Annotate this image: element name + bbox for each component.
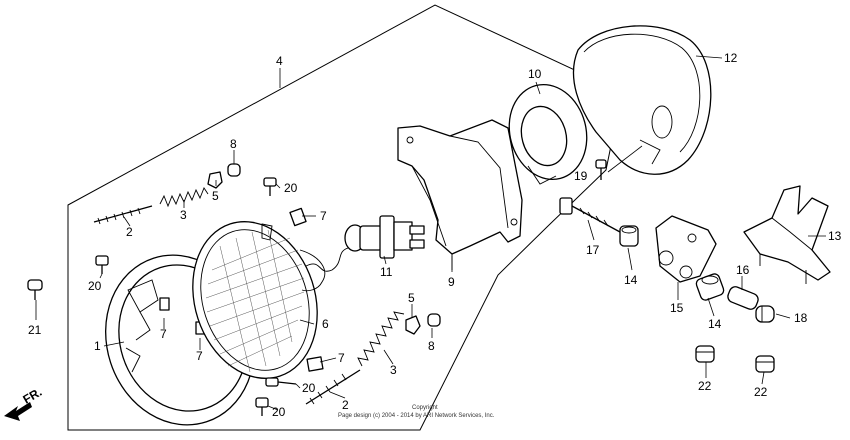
- callout-7: 7: [160, 327, 167, 341]
- assembly-group-outline: [67, 4, 623, 431]
- cap-upper[interactable]: [227, 163, 241, 177]
- front-label: FR.: [21, 385, 45, 407]
- clip-upper[interactable]: [289, 207, 307, 227]
- callout-8: 8: [230, 137, 237, 151]
- screw-20-bottom-2[interactable]: [265, 377, 297, 387]
- clip-lower[interactable]: [306, 356, 324, 372]
- callout-17: 17: [586, 243, 600, 257]
- callout-13: 13: [828, 229, 842, 243]
- callout-7: 7: [196, 349, 203, 363]
- nut-upper[interactable]: [207, 171, 223, 189]
- callout-4: 4: [276, 54, 283, 68]
- headlight-case[interactable]: [572, 25, 712, 175]
- callout-3: 3: [390, 363, 397, 377]
- callout-8: 8: [428, 339, 435, 353]
- callout-1: 1: [94, 339, 101, 353]
- callout-12: 12: [724, 51, 738, 65]
- callout-22: 22: [754, 385, 768, 399]
- callout-2: 2: [342, 398, 349, 412]
- callout-7: 7: [338, 351, 345, 365]
- callout-20: 20: [284, 181, 298, 195]
- sleeve[interactable]: [726, 285, 760, 311]
- callout-15: 15: [670, 301, 684, 315]
- spring-lower[interactable]: [357, 311, 405, 367]
- leader-lines: [35, 55, 826, 411]
- callout-18: 18: [794, 311, 808, 325]
- front-arrow-icon: [4, 402, 32, 421]
- mounting-block[interactable]: [655, 215, 717, 283]
- bulb-wire: [305, 247, 349, 272]
- screw-20-bottom[interactable]: [255, 397, 269, 416]
- housing-gasket-ring[interactable]: [499, 76, 597, 188]
- callout-14: 14: [708, 317, 722, 331]
- front-direction-indicator: FR.: [4, 385, 44, 421]
- mounting-bolt[interactable]: [559, 197, 621, 233]
- callout-20: 20: [302, 381, 316, 395]
- grommet-right[interactable]: [755, 355, 775, 373]
- nut-lower[interactable]: [405, 315, 421, 335]
- headlight-lens-unit[interactable]: [173, 205, 337, 394]
- callout-20: 20: [88, 279, 102, 293]
- grommet-left[interactable]: [695, 345, 715, 363]
- callout-10: 10: [528, 67, 542, 81]
- callout-5: 5: [212, 189, 219, 203]
- screw-21[interactable]: [27, 279, 43, 300]
- headlight-stay[interactable]: [743, 185, 831, 284]
- collar-lower[interactable]: [695, 273, 725, 302]
- adjusting-screw-lower[interactable]: [305, 369, 361, 405]
- callout-14: 14: [624, 273, 638, 287]
- rim-clip: [159, 297, 170, 311]
- screw-20-top[interactable]: [263, 177, 277, 196]
- headlight-bulb[interactable]: [344, 215, 425, 259]
- callout-19: 19: [574, 169, 588, 183]
- callout-labels: 1 2 2 3 3 4 5 5 6 7 7 7 7 8 8 9 10 11 12…: [28, 51, 842, 419]
- callout-2: 2: [126, 225, 133, 239]
- cap-lower[interactable]: [427, 313, 441, 327]
- rubber-cap[interactable]: [755, 305, 775, 323]
- copyright-line-2: Page design (c) 2004 - 2014 by ARI Netwo…: [338, 413, 495, 419]
- copyright-line-1: Copyright: [412, 405, 438, 411]
- callout-5: 5: [408, 291, 415, 305]
- callout-21: 21: [28, 323, 42, 337]
- callout-9: 9: [448, 275, 455, 289]
- callout-3: 3: [180, 208, 187, 222]
- callout-16: 16: [736, 263, 750, 277]
- adjusting-screw-upper[interactable]: [93, 205, 153, 225]
- callout-6: 6: [322, 317, 329, 331]
- callout-7: 7: [320, 209, 327, 223]
- callout-11: 11: [380, 265, 393, 279]
- callout-22: 22: [698, 379, 712, 393]
- callout-20: 20: [272, 405, 286, 419]
- screw-20-left[interactable]: [95, 255, 109, 274]
- collar-upper[interactable]: [619, 225, 639, 247]
- case-screw[interactable]: [595, 159, 607, 180]
